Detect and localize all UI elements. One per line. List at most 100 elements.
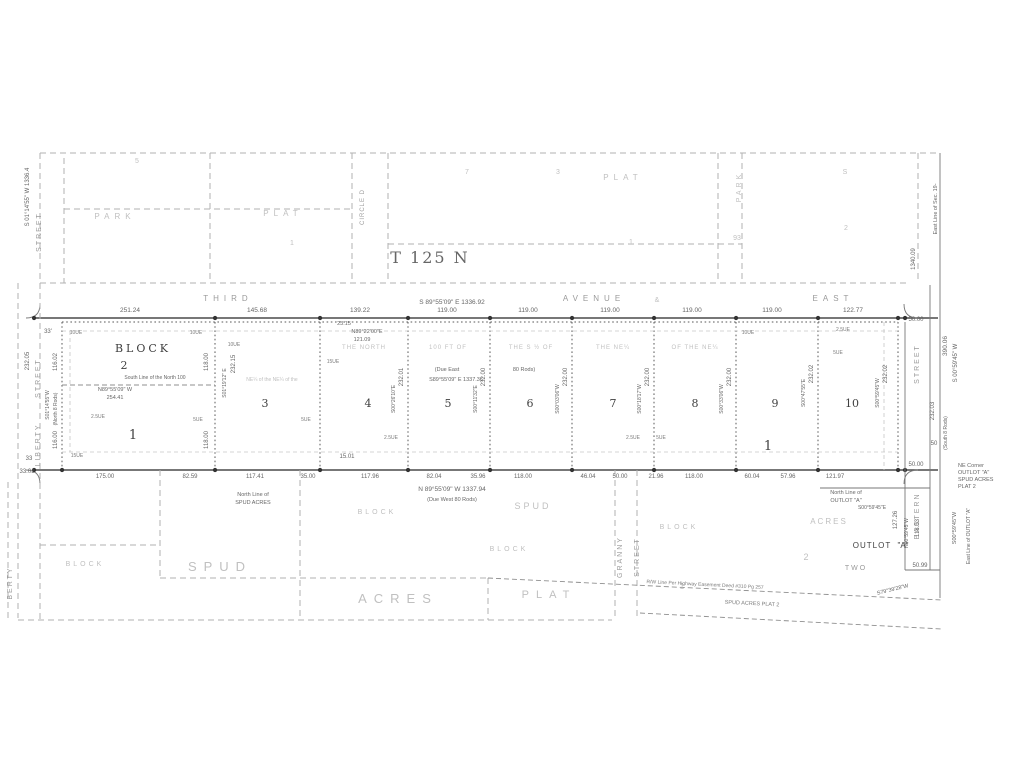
avenue-distance: 251.24 [120, 307, 140, 314]
south-line-note: (Due West 80 Rods) [427, 497, 477, 503]
corner-arc [25, 303, 41, 319]
liberty-half-width: 33' [44, 329, 52, 335]
avenue-distance: 119.00 [682, 307, 702, 314]
lot-number: 9 [772, 397, 779, 410]
avenue-gap-distance: 50.00 [908, 317, 924, 323]
lot3-deed-note: NE¼ of the NE¼ of the [246, 377, 298, 383]
lot-number: 5 [445, 397, 452, 410]
plat-block-lines [25, 303, 938, 485]
south-distance: 50.00 [612, 474, 628, 480]
avenue-note-bearing: N89°22'00"E [351, 329, 383, 335]
lot-side-bearing: S00°59'45"W [875, 378, 881, 408]
faded-parcel-num: S [843, 169, 848, 176]
plat-label: PLAT [263, 209, 302, 218]
easement-label: 5UE [193, 417, 203, 423]
avenue-distance: 119.00 [762, 307, 782, 314]
avenue-distance: 119.00 [518, 307, 538, 314]
easement-label: 10UE [190, 330, 203, 336]
outlot-distance: 118.03 [915, 518, 921, 537]
eastern-note: (South 8 Rods) [943, 416, 949, 450]
easement-label: 15UE [71, 453, 84, 459]
easement-label: 10UE [70, 330, 83, 336]
easement-label: 2.5UE [836, 327, 851, 333]
avenue-note: 23.15 [337, 321, 351, 327]
outlot-bearing-sw: S00°59'45"W [952, 511, 958, 544]
south-distance: 117.96 [361, 474, 380, 480]
granny-street-word: STREET [634, 537, 641, 577]
easement-label: 2.5UE [626, 435, 641, 441]
south-distance: 82.04 [426, 474, 442, 480]
south-distance: 60.04 [744, 474, 760, 480]
lot-side-bearing: S00°33'06"W [719, 384, 725, 414]
lot-side-bearing: S00°26'10"E [391, 384, 397, 413]
due-east-bearing: S89°55'09" E 1337.36 [429, 377, 483, 383]
corner-arc [25, 469, 41, 485]
faded-parcel-num: 1 [680, 582, 685, 591]
liberty-cut-name: BERTY [7, 566, 14, 599]
lot1-dim: 118.00 [204, 352, 210, 371]
lot-number: 3 [262, 397, 269, 410]
outlot-distance-5099: 50.99 [912, 563, 928, 569]
plat-word-faded: PLAT [522, 589, 577, 601]
south-line-bearing: N 89°55'09" W 1337.94 [418, 485, 486, 493]
deed-text: THE NE¼ [596, 345, 630, 351]
eastern-distance-232: 232.03 [930, 401, 936, 420]
ne-corner-note: OUTLOT "A" [958, 470, 989, 476]
lot-side-distance: 232.00 [645, 367, 651, 386]
easement-label: 15UE [327, 359, 340, 365]
faded-parcel-num: 2 [844, 225, 848, 232]
block-one-label: 1 [764, 439, 772, 454]
avenue-name-east: EAST [813, 294, 854, 303]
corner-arc [903, 303, 919, 319]
east-section-line-label: East Line of Sec. 19- [933, 183, 939, 234]
avenue-distance: 139.22 [350, 307, 370, 314]
lot-number: 4 [365, 397, 372, 410]
highway-rw-note: R/W Line Per Highway Easement Deed #310 … [646, 579, 764, 591]
avenue-name-avenue: AVENUE [563, 294, 625, 303]
easement-label: 5UE [656, 435, 666, 441]
avenue-name-amp: & [655, 297, 660, 304]
lot-side-distance: 232.15 [231, 354, 237, 373]
avenue-bearing: S 89°55'09" E 1336.92 [419, 298, 485, 306]
two-word: TWO [845, 565, 867, 572]
acres-word-faded: ACRES [810, 517, 848, 526]
west-section-bearing: S 01°14'55" W 1336.4 [25, 167, 31, 226]
eastern-street-lines [820, 285, 940, 571]
east-section-distance: 1340.09 [911, 248, 917, 270]
lot1-dim: 116.02 [53, 352, 59, 371]
ne-corner-note: NE Corner [958, 463, 984, 469]
easement-label: 5UE [301, 417, 311, 423]
block-word-faded: BLOCK [66, 561, 105, 568]
eastern-street-name: EASTERN [914, 492, 921, 539]
south-distance: 21.96 [648, 474, 664, 480]
eastern-street-word: STREET [914, 344, 921, 384]
north-line-outlot: OUTLOT "A" [830, 498, 861, 504]
deed-text: THE S ½ OF [509, 344, 553, 351]
south-distance: 121.97 [826, 474, 845, 480]
block-number: 2 [121, 359, 128, 372]
avenue-distance: 122.77 [843, 307, 863, 314]
outlot-bearing-nw: N00°59'45"W [904, 518, 910, 548]
plat-label: PLAT [603, 173, 642, 182]
avenue-note-distance: 121.09 [354, 337, 371, 343]
lot-number: 10 [845, 397, 859, 410]
liberty-dim: 33 [26, 456, 33, 462]
lot-side-distance: 232.01 [399, 367, 405, 386]
faded-parcel-num: 1 [629, 239, 633, 246]
faded-parcel-num: 3 [556, 169, 560, 176]
liberty-bearing: S01°14'55"W [45, 390, 51, 420]
easement-label: 2.5UE [91, 414, 106, 420]
south-distance: 35.00 [300, 474, 316, 480]
granny-street-name: GRANNY [617, 536, 624, 578]
block-word-faded: BLOCK [660, 524, 699, 531]
south-distance: 57.96 [780, 474, 796, 480]
faded-parcel-num: 93 [733, 235, 741, 242]
lot-number: 7 [610, 397, 617, 410]
easement-label: 5UE [833, 350, 843, 356]
due-east-note: 80 Rods) [513, 367, 535, 373]
spud-plat-name: SPUD [188, 559, 252, 574]
lot-side-bearing: S00°18'17"W [637, 384, 643, 414]
street-word-top: STREET [36, 212, 43, 252]
avenue-distance: 145.68 [247, 307, 267, 314]
south-distance: 117.41 [246, 474, 265, 480]
